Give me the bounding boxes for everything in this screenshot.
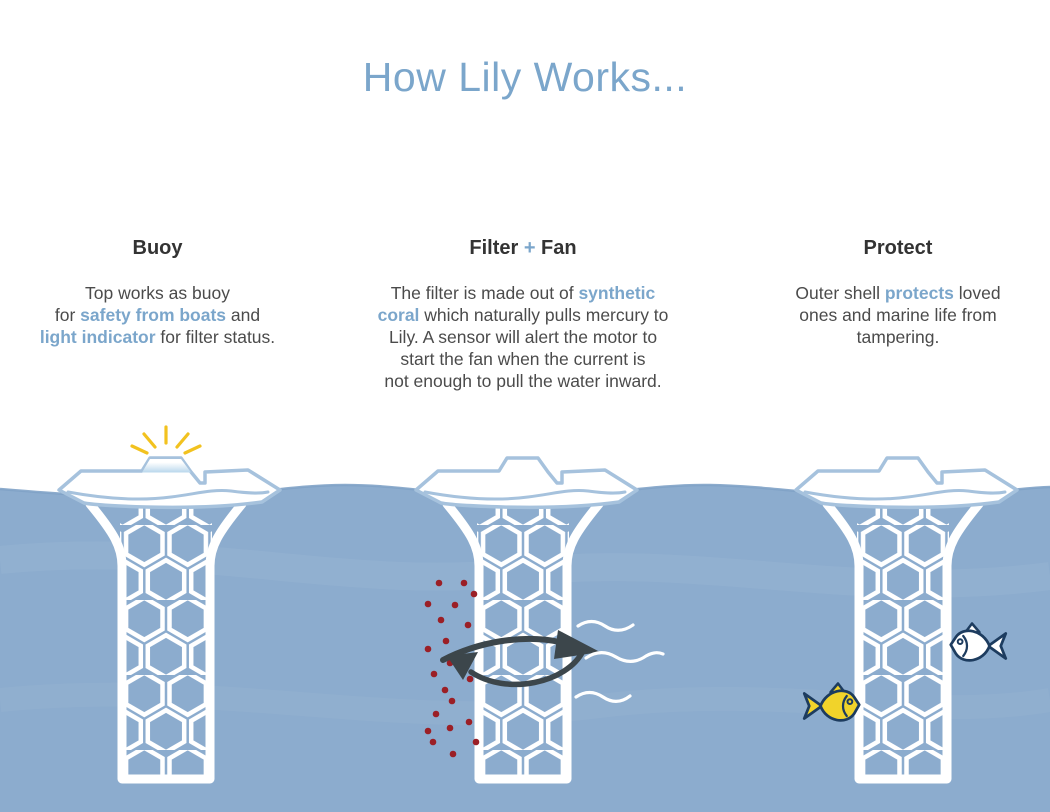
panel-filter-fan-heading: Filter + Fan [469,237,577,259]
mercury-dot [435,579,443,587]
panel-buoy: Buoy Top works as buoy for safety from b… [10,237,305,348]
mercury-dot [472,738,480,746]
mercury-dot [448,697,456,705]
panel-filter-fan: Filter + Fan The filter is made out of s… [353,237,693,392]
white-fish-icon [949,622,1008,662]
mercury-dot [432,710,440,718]
panel-buoy-heading: Buoy [10,237,305,259]
mercury-dot [437,616,445,624]
mercury-dot [441,686,449,694]
mercury-dot [449,750,457,758]
mercury-dot [424,727,432,735]
panel-protect: Protect Outer shell protects loved ones … [752,237,1044,348]
panel-protect-text: Outer shell protects loved ones and mari… [795,283,1001,347]
circulation-arrows-icon [440,630,600,688]
panel-filter-fan-text: The filter is made out of synthetic cora… [377,283,669,391]
mercury-dot [446,724,454,732]
current-waves-icon [574,619,665,703]
panel-protect-heading: Protect [863,237,933,259]
mercury-dot [470,590,478,598]
mercury-dot [429,738,437,746]
mercury-dot [451,601,459,609]
mercury-dot [464,621,472,629]
beacon-light-icon [130,425,202,473]
mercury-dot [465,718,473,726]
page-title: How Lily Works... [362,54,688,100]
mercury-dot [466,675,474,683]
mercury-dot [424,600,432,608]
mercury-dot [460,579,468,587]
mercury-dot [424,645,432,653]
mercury-dots [424,579,480,758]
panel-buoy-text: Top works as buoy for safety from boats … [39,283,276,347]
heading-text: Buoy [132,237,183,259]
light-rays-icon [130,425,202,455]
mercury-dot [430,670,438,678]
mercury-dot [442,637,450,645]
yellow-fish-icon [802,682,861,722]
